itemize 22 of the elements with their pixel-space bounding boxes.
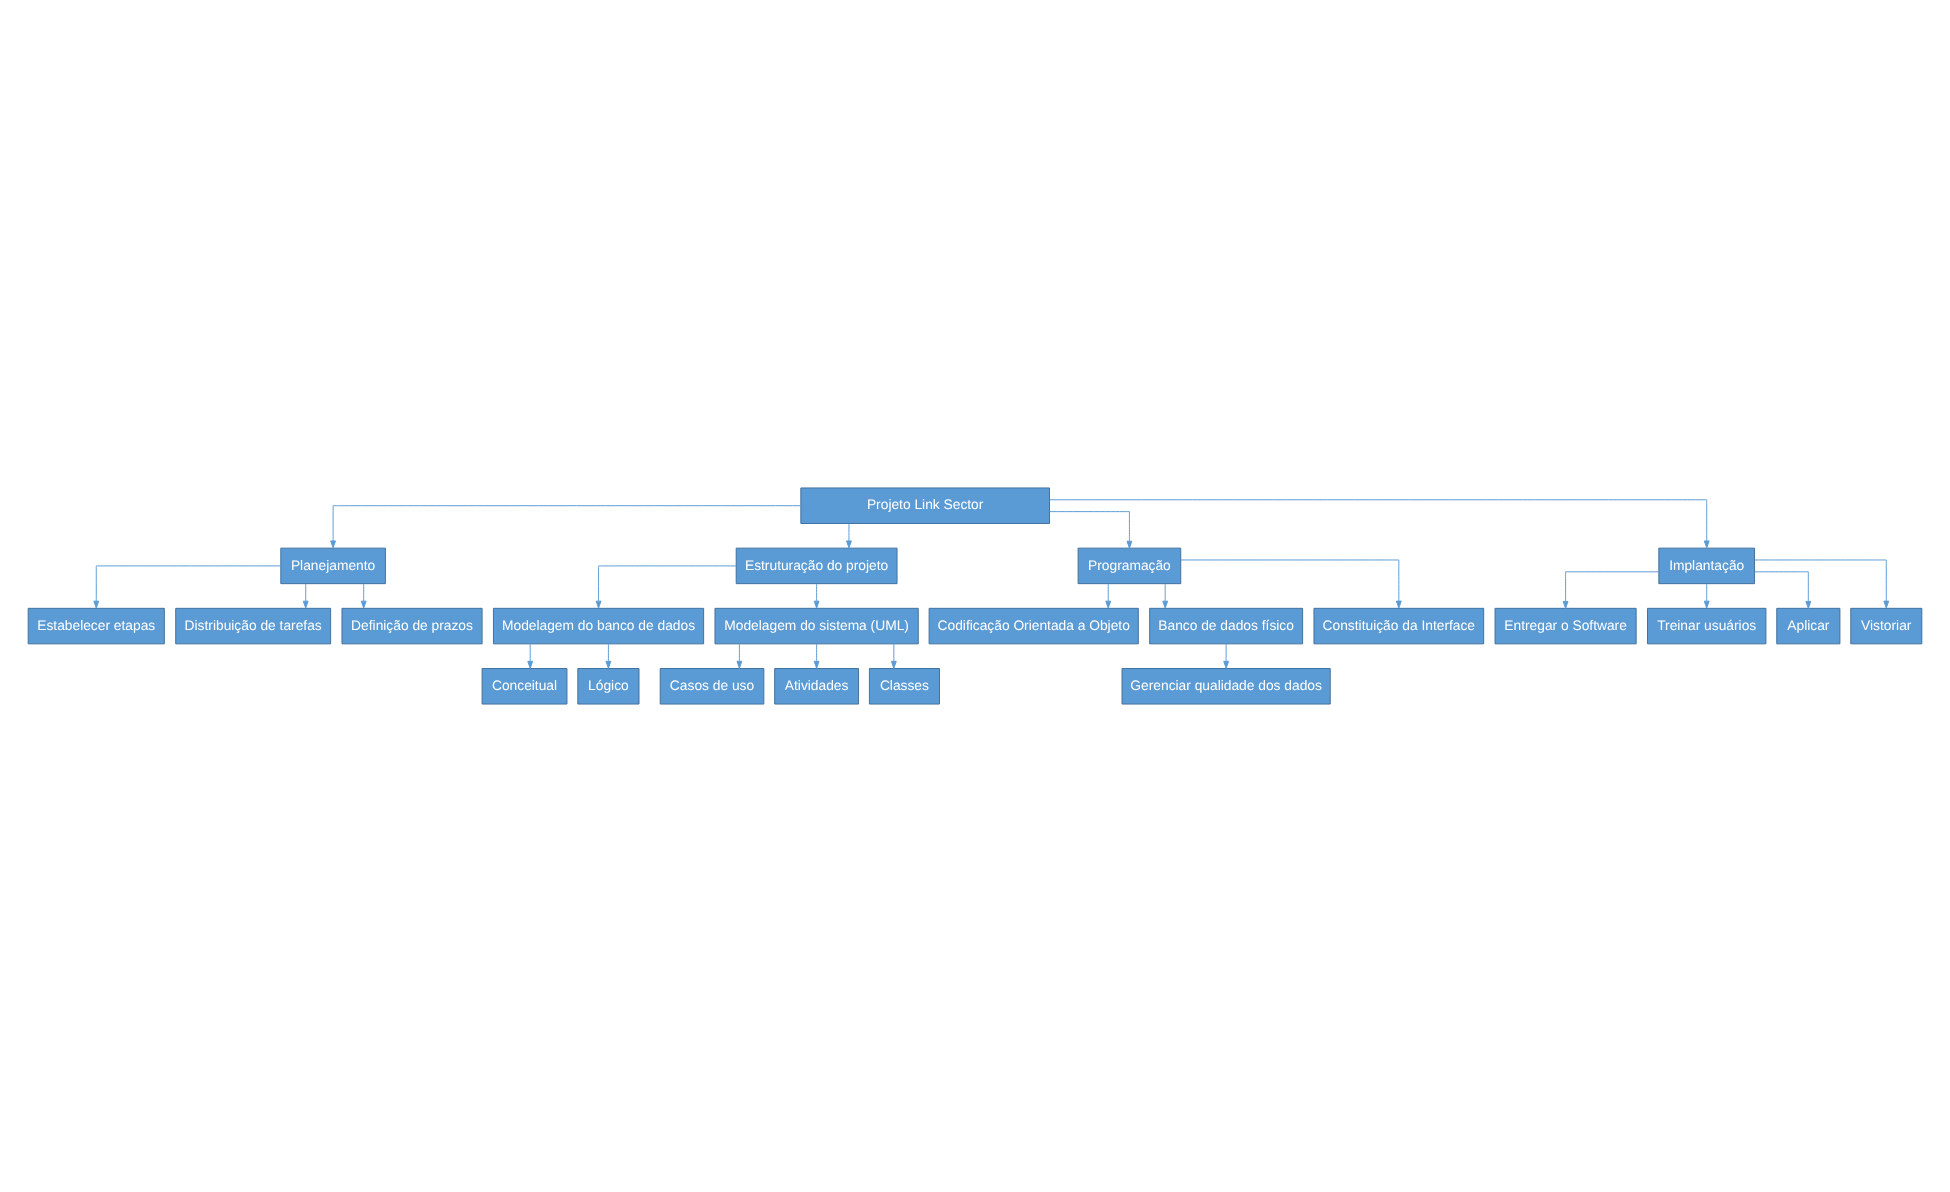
arrow (330, 505, 802, 549)
arrow (1754, 571, 1812, 609)
arrow (302, 583, 309, 609)
arrow (1105, 583, 1112, 609)
arrow (527, 643, 534, 669)
arrow (595, 565, 737, 609)
arrow (813, 643, 820, 669)
arrow (813, 583, 820, 609)
arrow (736, 643, 743, 669)
arrow (1754, 559, 1890, 609)
arrow (1180, 559, 1402, 609)
arrow (1223, 643, 1230, 669)
arrow (1562, 571, 1660, 609)
arrow (1049, 511, 1133, 549)
arrow (890, 643, 897, 669)
arrow (93, 565, 282, 609)
arrow (1703, 583, 1710, 609)
arrow (1049, 499, 1710, 549)
arrow (846, 523, 852, 549)
arrow (1162, 583, 1169, 609)
arrow (605, 643, 612, 669)
arrow (360, 583, 367, 609)
